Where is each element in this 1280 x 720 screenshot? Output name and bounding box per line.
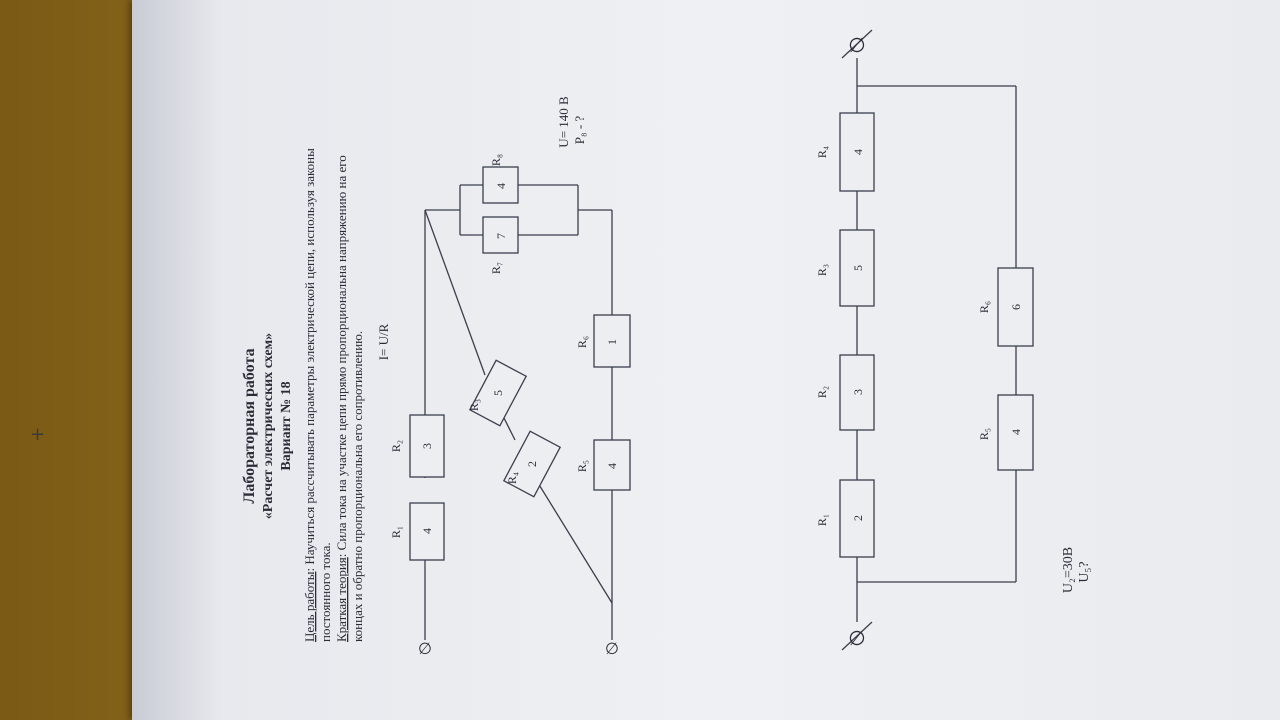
resistor-2-r6-value: 6: [1009, 304, 1023, 310]
circuit-1-diagram: ∅ ∅ 4 R₁ 3 R₂ 5 R₃ 2 R₄ 4 R₅ 1 R₆ 7 R₇ 4…: [389, 96, 631, 658]
pencil-mark: +: [30, 424, 46, 445]
theory-paragraph: Краткая теория: Сила тока на участке цеп…: [334, 155, 349, 642]
resistor-2-r5: [997, 394, 1034, 471]
theory-label: Краткая теория: [334, 557, 349, 642]
circuit-2-diagram: ∅ ∅ 2 R₁ 3 R₂ 5 R₃ 4 R₄ 4 R₅ 6 R₆ U₂=30В…: [815, 29, 1092, 651]
ohm-law-formula: I= U/R: [376, 323, 391, 360]
theory-text-continued: концах и обратно пропорциональна его соп…: [350, 331, 365, 642]
terminal-1-bottom: ∅: [605, 641, 619, 658]
resistor-r5-value: 4: [605, 463, 619, 469]
resistor-r1-label: R₁: [389, 526, 403, 538]
resistor-r3-label: R₃: [467, 399, 481, 411]
terminal-1-top: ∅: [418, 641, 432, 658]
resistor-2-r2-value: 3: [851, 389, 865, 395]
goal-paragraph: Цель работы: Научиться рассчитывать пара…: [302, 148, 317, 642]
resistor-2-r1-value: 2: [851, 515, 865, 521]
terminal-2-right: ∅: [848, 35, 865, 57]
goal-text-continued: постоянного тока.: [318, 542, 333, 642]
resistor-r3-value: 5: [491, 390, 505, 396]
resistor-r7: [482, 216, 519, 254]
resistor-2-r5-value: 4: [1009, 429, 1023, 435]
resistor-2-r4-value: 4: [851, 149, 865, 155]
page-title: Лабораторная работа: [241, 348, 258, 503]
resistor-r6-label: R₆: [575, 336, 589, 348]
resistor-2-r6: [997, 267, 1034, 347]
header: Лабораторная работа «Расчет электрически…: [241, 148, 391, 642]
variant-label: Вариант № 18: [279, 381, 294, 470]
resistor-r5: [593, 439, 631, 491]
resistor-2-r2-label: R₂: [815, 386, 829, 398]
resistor-2-r3-label: R₃: [815, 264, 829, 276]
page-subtitle: «Расчет электрических схем»: [261, 333, 276, 519]
resistor-r4-value: 2: [525, 461, 539, 467]
resistor-r1: [409, 502, 445, 561]
resistor-r8-label: R₈: [489, 154, 503, 166]
resistor-2-r1: [839, 479, 875, 558]
resistor-r8: [482, 166, 519, 204]
resistor-2-r6-label: R₆: [977, 301, 991, 313]
resistor-r5-label: R₅: [575, 460, 589, 472]
resistor-r6-value: 1: [605, 339, 619, 345]
resistor-2-r1-label: R₁: [815, 514, 829, 526]
paper-sheet: [132, 0, 1280, 720]
circuit-1-given: U= 140 В: [556, 96, 571, 148]
resistor-r1-value: 4: [420, 528, 434, 534]
resistor-r7-value: 7: [494, 233, 508, 239]
resistor-2-r3: [839, 229, 875, 307]
circuit-2-find: U₅?: [1077, 561, 1092, 582]
resistor-r7-label: R₇: [489, 262, 503, 274]
resistor-r4: [502, 430, 562, 498]
resistor-2-r5-label: R₅: [977, 428, 991, 440]
goal-label: Цель работы: [302, 571, 317, 642]
resistor-r2: [409, 414, 445, 478]
resistor-r4-label: R₄: [505, 472, 519, 484]
resistor-r2-value: 3: [420, 443, 434, 449]
resistor-2-r2: [839, 354, 875, 431]
resistor-2-r3-value: 5: [851, 265, 865, 271]
goal-text: : Научиться рассчитывать параметры элект…: [302, 148, 317, 572]
resistor-r3: [468, 359, 528, 427]
resistor-r8-value: 4: [494, 183, 508, 189]
resistor-2-r4-label: R₄: [815, 146, 829, 158]
resistor-r6: [593, 314, 631, 368]
circuit-1-find: P₈ - ?: [572, 116, 587, 145]
circuit-2-given: U₂=30В: [1061, 547, 1076, 593]
terminal-2-left: ∅: [848, 628, 865, 650]
resistor-r2-label: R₂: [389, 440, 403, 452]
theory-text: : Сила тока на участке цепи прямо пропор…: [334, 155, 349, 557]
resistor-2-r4: [839, 112, 875, 192]
